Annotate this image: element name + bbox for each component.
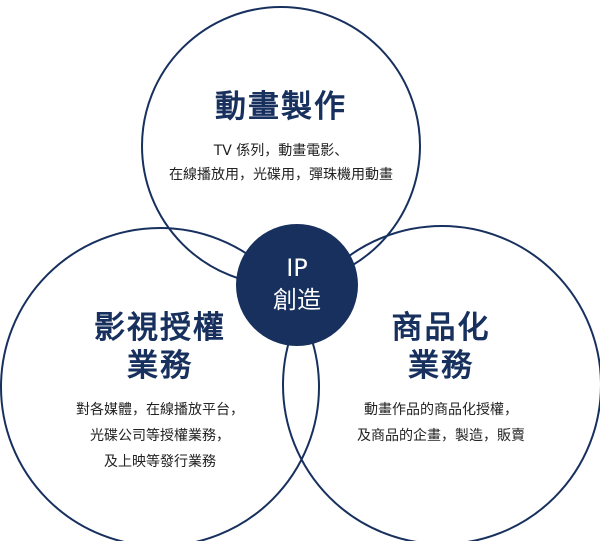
desc-merchandising-line-2: 及商品的企畫，製造，販賣 <box>357 428 525 444</box>
desc-licensing-line-1: 對各媒體，在線播放平台， <box>76 402 244 418</box>
desc-licensing-line-3: 及上映等發行業務 <box>104 454 216 470</box>
ip-creation-hub <box>236 224 358 346</box>
title-licensing-line-2: 業務 <box>127 348 193 384</box>
circle-licensing-business <box>0 227 320 541</box>
circle-merchandising-business <box>282 225 600 541</box>
title-licensing-line-1: 影視授權 <box>94 310 226 346</box>
desc-licensing-line-2: 光碟公司等授權業務， <box>90 428 230 444</box>
hub-label-creation: 創造 <box>273 286 321 314</box>
hub-label-ip: IP <box>286 254 308 282</box>
title-animation-production: 動畫製作 <box>215 89 347 125</box>
desc-animation-line-1: TV 係列，動畫電影、 <box>213 143 349 159</box>
desc-animation-line-2: 在線播放用，光碟用，彈珠機用動畫 <box>169 167 393 183</box>
title-merchandising-line-1: 商品化 <box>391 310 491 346</box>
title-merchandising-line-2: 業務 <box>408 348 474 384</box>
desc-merchandising-line-1: 動畫作品的商品化授權， <box>364 402 518 418</box>
